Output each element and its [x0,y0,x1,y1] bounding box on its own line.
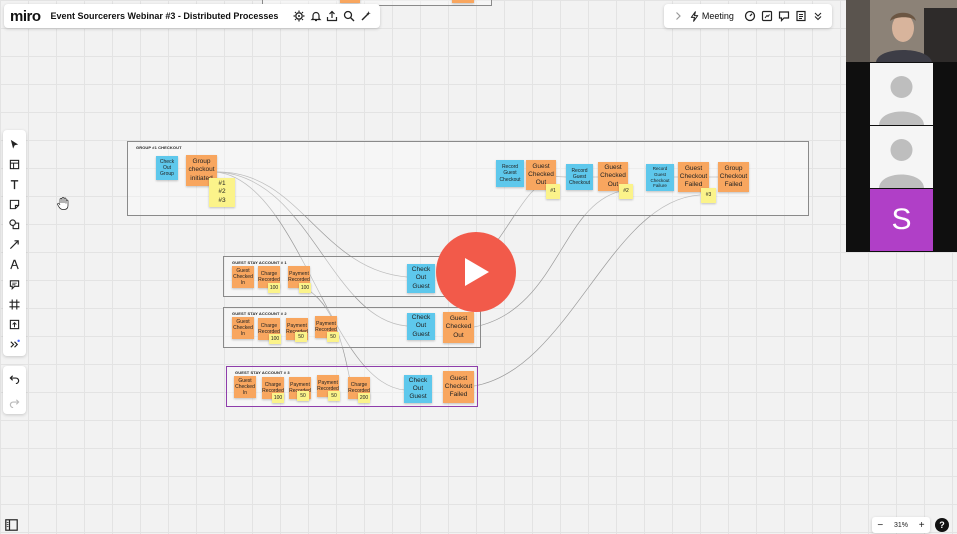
collaboration-bar: Meeting [664,4,832,28]
hand-cursor-icon [57,197,69,210]
presentation-icon[interactable] [761,9,774,24]
connector [473,189,627,328]
zoom-level[interactable]: 31% [893,521,908,529]
frame-title: GUEST STAY ACCOUNT # 1 [232,260,287,265]
panel-toggle-icon[interactable] [5,519,18,531]
meeting-button[interactable]: Meeting [689,10,734,22]
note-amount[interactable]: 50 [328,391,340,401]
zoom-out-button[interactable]: − [877,519,884,531]
note-guest-list[interactable]: #1 #2 #3 [209,178,235,207]
command-check-out-guest[interactable]: Check Out Guest [407,264,435,293]
play-button[interactable] [436,232,516,312]
note-amount[interactable]: 200 [358,393,370,403]
creation-toolbar [3,130,26,356]
timer-icon[interactable] [744,9,757,24]
notes-icon[interactable] [794,9,807,24]
avatar-placeholder-icon [879,139,924,188]
note-line: #1 [218,180,226,188]
command-record-guest-checkout-failure[interactable]: Record Guest Checkout Failure [646,164,674,191]
note-amount[interactable]: 100 [268,283,280,293]
speaker-silhouette-icon [846,0,957,62]
bell-icon[interactable] [309,9,322,24]
magic-icon[interactable] [359,9,372,24]
offscreen-sticky[interactable] [340,0,360,3]
command-record-guest-checkout[interactable]: Record Guest Checkout [496,160,524,187]
miro-logo[interactable]: miro [10,7,41,25]
help-button[interactable]: ? [935,518,949,532]
command-check-out-group[interactable]: Check Out Group [156,156,178,180]
connector [473,194,701,387]
more-icon[interactable] [7,336,23,352]
select-icon[interactable] [7,136,23,152]
chevron-down-icon[interactable] [811,9,824,24]
event-guest-checkout-failed[interactable]: Guest Checkout Failed [678,162,709,192]
connector [215,171,406,391]
note-line: #3 [218,196,226,204]
event-guest-checked-out[interactable]: Guest Checked Out [443,312,474,343]
note-tag[interactable]: #1 [546,184,560,199]
note-amount[interactable]: 100 [299,283,311,293]
note-amount[interactable]: 100 [269,334,281,344]
participant-tile-initial[interactable]: S [870,189,933,251]
event-payment-recorded[interactable]: Payment Recorded [288,266,310,288]
participant-tile[interactable] [870,126,933,188]
meeting-label: Meeting [701,11,734,21]
upload-icon[interactable] [7,316,23,332]
history-toolbar [3,366,26,414]
speaker-video[interactable] [846,0,957,62]
event-group-checkout-failed[interactable]: Group Checkout Failed [718,162,749,192]
note-amount[interactable]: 100 [272,393,284,403]
note-line: #2 [218,188,226,196]
board-header: miro Event Sourcerers Webinar #3 - Distr… [4,4,380,28]
command-check-out-guest[interactable]: Check Out Guest [404,375,432,403]
undo-icon[interactable] [9,373,20,384]
event-guest-checked-in[interactable]: Guest Checked In [232,266,254,288]
note-amount[interactable]: 50 [295,332,307,342]
participant-initial: S [891,203,912,236]
video-call-panel: S [846,0,957,252]
sticky-note-icon[interactable] [7,196,23,212]
shapes-icon[interactable] [7,216,23,232]
comment-icon[interactable] [778,9,791,24]
note-amount[interactable]: 50 [327,332,339,342]
connector [215,171,408,278]
comment-icon[interactable] [7,276,23,292]
offscreen-sticky[interactable] [452,0,474,3]
pen-icon[interactable] [7,256,23,272]
connector-icon[interactable] [7,236,23,252]
event-guest-checkout-failed[interactable]: Guest Checkout Failed [443,371,474,403]
lightning-icon [690,10,699,22]
note-amount[interactable]: 50 [297,391,309,401]
zoom-in-button[interactable]: + [918,519,925,531]
frame-title: GUEST STAY ACCOUNT # 3 [235,370,290,375]
text-icon[interactable] [7,176,23,192]
event-guest-checked-in[interactable]: Guest Checked In [234,376,256,398]
templates-icon[interactable] [7,156,23,172]
event-charge-recorded[interactable]: Charge Recorded [258,266,280,288]
avatar-placeholder-icon [879,76,924,125]
command-record-guest-checkout[interactable]: Record Guest Checkout [566,164,593,190]
note-tag[interactable]: #3 [701,188,716,203]
zoom-controls: − 31% + [872,517,930,533]
note-tag[interactable]: #2 [619,184,633,199]
upload-icon[interactable] [326,9,339,24]
chevron-right-icon[interactable] [672,9,685,24]
frame-title: GROUP #1 CHECKOUT [136,145,182,150]
search-icon[interactable] [343,9,356,24]
event-guest-checked-in[interactable]: Guest Checked In [232,317,254,339]
redo-icon[interactable] [9,397,20,408]
command-check-out-guest[interactable]: Check Out Guest [407,313,435,340]
frame-title: GUEST STAY ACCOUNT # 2 [232,311,287,316]
play-icon [465,258,489,286]
gear-icon[interactable] [292,9,305,24]
board-title[interactable]: Event Sourcerers Webinar #3 - Distribute… [50,11,279,21]
frame-icon[interactable] [7,296,23,312]
participant-tile[interactable] [870,63,933,125]
connector [215,171,408,327]
